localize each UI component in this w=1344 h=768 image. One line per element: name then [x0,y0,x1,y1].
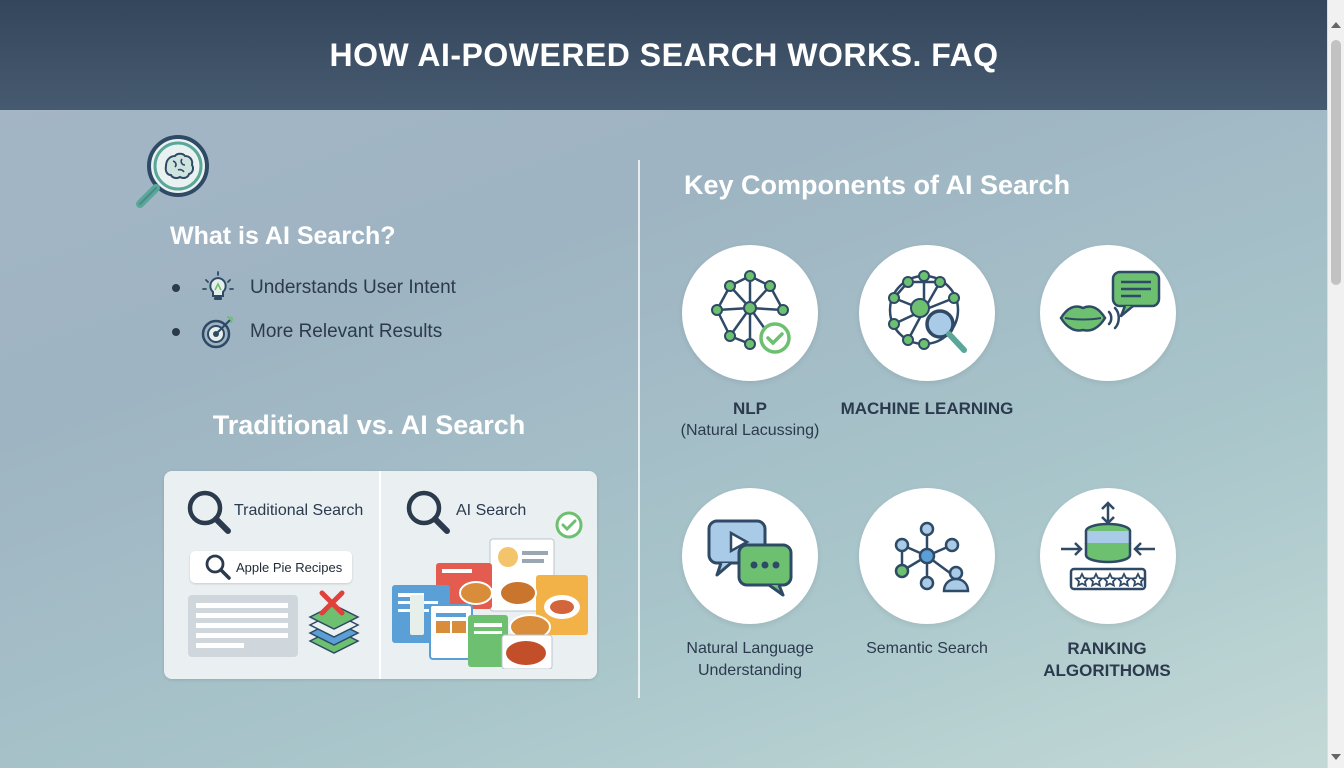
bullet-text: Understands User Intent [250,277,456,298]
component-card-ranking [1040,488,1176,624]
stacked-pages-x-icon [308,590,360,654]
component-card-nlp [682,245,818,381]
search-query-text: Apple Pie Recipes [236,559,343,575]
search-icon [205,554,231,580]
component-card-machine-learning [859,245,995,381]
scroll-down-arrow-icon[interactable] [1331,754,1341,760]
recipe-cards-collage-icon [392,538,588,669]
bullet-dot [172,284,180,292]
lightbulb-icon [202,271,234,300]
neural-magnifier-icon [888,270,967,353]
section-divider [638,160,640,698]
chat-bubbles-icon [707,519,793,597]
component-caption-nlp: NLP (Natural Lacussing) [660,398,840,442]
traditional-vs-ai-heading: Traditional vs. AI Search [212,410,526,440]
component-subtitle: (Natural Lacussing) [680,422,820,439]
vertical-scrollbar[interactable] [1327,0,1344,768]
component-subtitle: Semantic Search [866,640,988,657]
search-icon [187,490,231,534]
comparison-divider [379,471,381,679]
page-header: HOW AI-POWERED SEARCH WORKS. FAQ [0,0,1328,110]
brain-magnifier-icon [136,135,209,208]
search-query-box[interactable]: Apple Pie Recipes [190,551,352,583]
traditional-search-label: Traditional Search [234,502,364,519]
speech-lips-icon [1059,270,1161,332]
search-icon [406,490,450,534]
what-is-ai-search-heading: What is AI Search? [170,222,396,250]
component-caption-machine-learning: MACHINE LEARNING [837,398,1017,420]
check-circle-icon [555,511,583,539]
comparison-panel: Traditional Search Apple Pie Recipes AI … [164,471,597,679]
component-card-nlu [682,488,818,624]
component-title: MACHINE LEARNING [840,399,1014,418]
page-title: HOW AI-POWERED SEARCH WORKS. FAQ [329,36,999,73]
network-check-icon [711,270,791,354]
results-list-icon [188,595,298,657]
ai-search-label: AI Search [456,502,527,519]
key-components-heading: Key Components of AI Search [684,170,1071,200]
component-card-speech [1040,245,1176,381]
bullet-item: Understands User Intent [172,270,456,306]
semantic-graph-icon [894,521,970,593]
component-caption-semantic-search: Semantic Search [837,638,1017,660]
bullet-item: More Relevant Results [172,314,442,350]
component-subtitle: Natural Language Understanding [686,640,814,679]
component-card-semantic-search [859,488,995,624]
scroll-up-arrow-icon[interactable] [1331,22,1341,28]
ranking-database-icon [1061,501,1155,591]
component-caption-ranking: RANKING ALGORITHOMS [1017,638,1197,682]
component-title: NLP [733,399,767,418]
bullet-text: More Relevant Results [250,321,443,342]
component-title: RANKING ALGORITHOMS [1043,639,1171,680]
scroll-thumb[interactable] [1331,40,1341,285]
target-icon [201,316,234,349]
bullet-dot [172,328,180,336]
component-caption-nlu: Natural Language Understanding [660,638,840,682]
